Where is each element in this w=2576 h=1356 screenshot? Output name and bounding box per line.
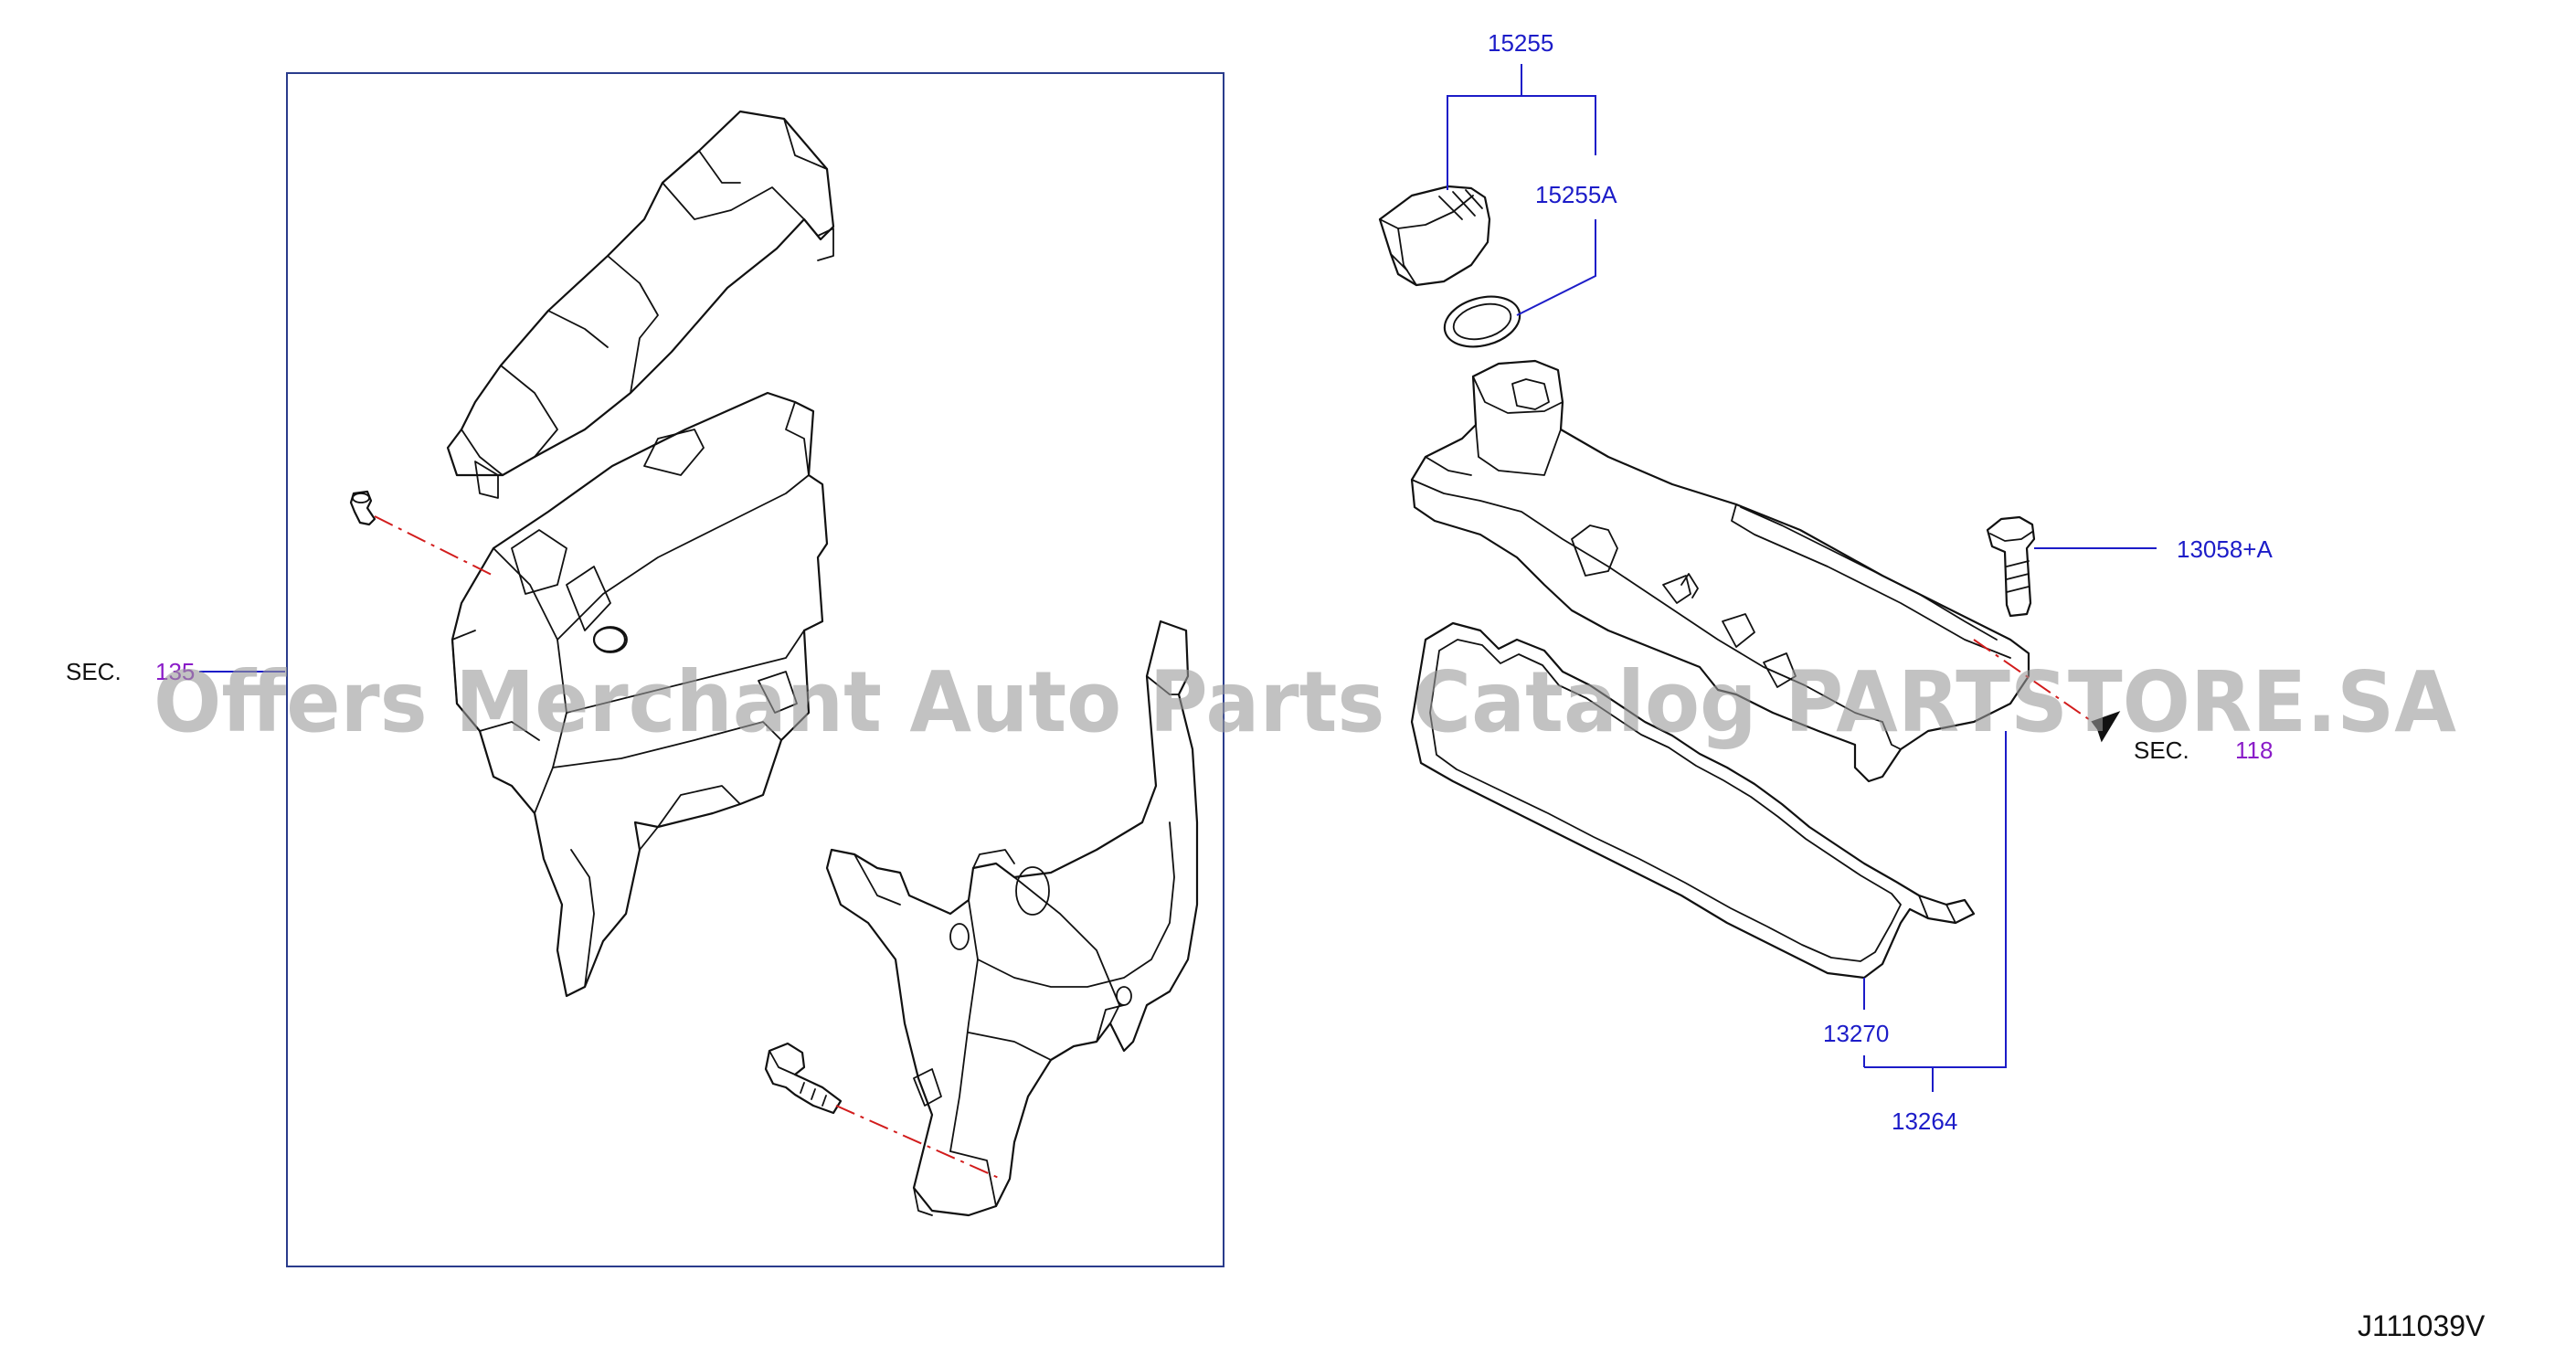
left-group-frame	[286, 72, 1224, 1267]
bolt-centerline	[835, 1105, 1002, 1180]
sec-right-arrow	[2091, 711, 2121, 743]
diagram-code: J111039V	[2358, 1309, 2486, 1342]
rocker-cover-gasket[interactable]	[1410, 621, 1976, 980]
label-13270[interactable]: 13270	[1823, 1020, 1889, 1047]
label-13264[interactable]: 13264	[1892, 1107, 1957, 1135]
cover-clip[interactable]	[349, 490, 376, 526]
label-15255[interactable]: 15255	[1488, 29, 1553, 57]
label-15255a[interactable]: 15255A	[1535, 181, 1617, 208]
rocker-bolt-centerline	[1973, 639, 2094, 723]
sec-left-prefix: SEC.	[66, 658, 122, 685]
sec-right-prefix: SEC.	[2134, 736, 2189, 764]
sec-right-number[interactable]: 118	[2235, 736, 2273, 764]
watermark: Offers Merchant Auto Parts Catalog PARTS…	[154, 653, 2456, 751]
leader-15255a	[1516, 219, 1596, 316]
label-13058a[interactable]: 13058+A	[2177, 535, 2273, 563]
leader-13264	[1951, 731, 2007, 1068]
cover-bolt[interactable]	[764, 1042, 843, 1115]
middle-timing-cover[interactable]	[451, 391, 829, 998]
clip-centerline	[374, 515, 494, 577]
rocker-cover-bolt[interactable]	[1986, 515, 2036, 618]
leader-15255	[1447, 95, 1596, 190]
oil-filler-cap[interactable]	[1378, 185, 1491, 287]
sec-left-number[interactable]: 135	[155, 658, 195, 685]
filler-cap-gasket[interactable]	[1439, 289, 1526, 355]
rocker-cover[interactable]	[1410, 359, 2030, 783]
lower-timing-cover[interactable]	[825, 620, 1199, 1217]
upper-timing-cover[interactable]	[446, 110, 835, 499]
grommet[interactable]	[592, 626, 627, 653]
